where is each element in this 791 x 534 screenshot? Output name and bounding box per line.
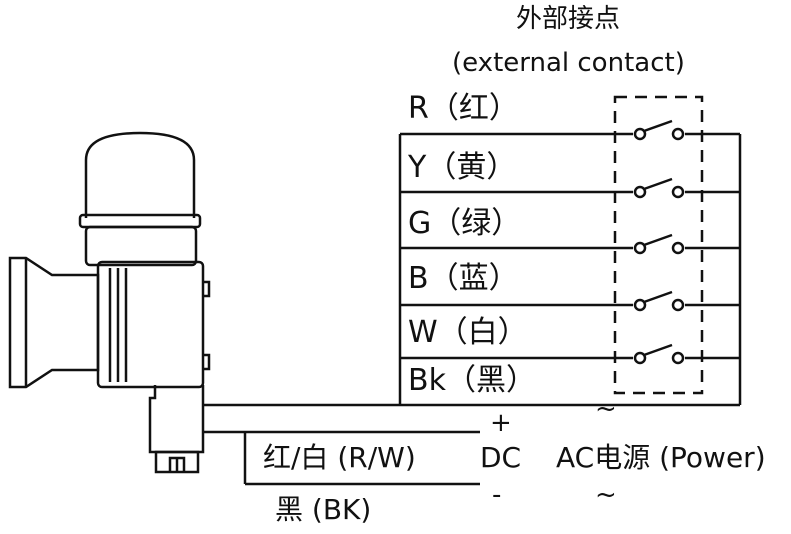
switch-contact-g [633, 233, 685, 255]
device-body [96, 260, 205, 389]
horn-flare [8, 256, 100, 389]
red-white-wire-label: 红/白 (R/W) [263, 441, 416, 474]
contact-terminal [671, 185, 685, 199]
signal-tower-device [8, 131, 211, 474]
switch-contact-b [633, 290, 685, 312]
contact-lever [643, 119, 673, 133]
wire-label-b: B（蓝） [408, 261, 519, 296]
lamp-dome [84, 131, 196, 218]
wire-label-bk: Bk（黑） [408, 363, 536, 398]
contact-terminal [633, 241, 647, 255]
side-tab-top [203, 280, 211, 298]
contact-terminal [633, 185, 647, 199]
contact-terminal [633, 127, 647, 141]
power-wires [203, 430, 480, 486]
contact-terminal [671, 298, 685, 312]
contact-terminal [671, 241, 685, 255]
contact-title-en: (external contact) [452, 48, 685, 78]
contact-lever [643, 343, 673, 357]
lamp-ring [78, 213, 202, 229]
black-wire-label: 黑 (BK) [275, 493, 372, 526]
cable-gland [148, 385, 205, 454]
side-tab-bottom [203, 353, 211, 371]
wire-label-y: Y（黄） [408, 150, 517, 185]
contact-lever [643, 290, 673, 304]
wire-label-w: W（白） [408, 315, 528, 350]
contact-terminal [633, 298, 647, 312]
plus-sign: + [490, 408, 512, 438]
contact-title-cn: 外部接点 [516, 4, 621, 34]
contact-terminal [671, 351, 685, 365]
minus-sign: - [492, 480, 502, 510]
ac-power-label: AC电源 (Power) [556, 441, 766, 474]
contact-lever [643, 177, 673, 191]
lamp-base [84, 225, 198, 267]
wire-label-g: G（绿） [408, 206, 522, 241]
contact-terminal [633, 351, 647, 365]
switch-contact-r [633, 119, 685, 141]
switch-contact-w [633, 343, 685, 365]
contact-lever [643, 233, 673, 247]
switch-contact-y [633, 177, 685, 199]
ac-tilde-bottom: ~ [595, 480, 617, 510]
ac-tilde-top: ~ [595, 394, 617, 424]
switch-contacts [633, 119, 685, 365]
dc-label: DC [480, 441, 522, 474]
external-contact-box [613, 95, 704, 395]
contact-terminal [671, 127, 685, 141]
wire-label-r: R（红） [408, 91, 519, 126]
